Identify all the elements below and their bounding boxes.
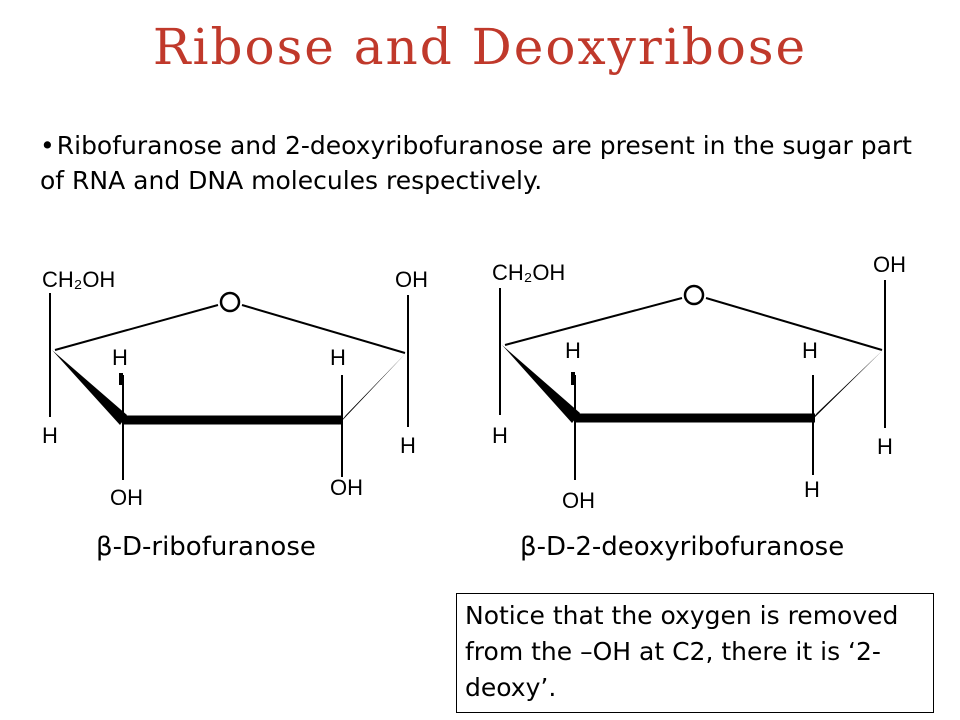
deoxyribose-structure: CH₂OH OH H H H H OH H [492,252,906,513]
ring-bond-c4-o [504,297,683,346]
slide-title: Ribose and Deoxyribose [152,18,808,76]
bullet-content: Ribofuranose and 2-deoxyribofuranose are… [40,131,912,195]
ch2oh-label: CH₂OH [42,267,115,292]
wedge-bond-c2-c1 [809,350,883,423]
c2-h-label: H [330,345,346,370]
c3-h-label: H [112,345,128,370]
wedge-bond-c2-c1 [338,353,406,425]
c4-h-label: H [42,423,58,448]
c1-oh-label: OH [395,267,428,292]
c1-h-label: H [877,434,893,459]
c4-h-label: H [492,423,508,448]
c3-oh-label: OH [562,488,595,513]
bullet-text: •Ribofuranose and 2-deoxyribofuranose ar… [40,128,920,198]
c2-h-top-label: H [802,338,818,363]
c3-h-label: H [565,338,581,363]
deoxyribose-caption: β-D-2-deoxyribofuranose [520,532,845,562]
ch2oh-label: CH₂OH [492,260,565,285]
c3-oh-label: OH [110,485,143,510]
bullet-marker: • [40,131,55,160]
c2-h-bottom-label: H [804,477,820,502]
ribose-structure: CH₂OH OH H H H H OH OH [42,267,428,510]
note-box: Notice that the oxygen is removed from t… [456,593,934,713]
c1-h-label: H [400,433,416,458]
ring-bond-c4-o [54,304,219,351]
ring-oxygen-deoxyribose [683,284,705,306]
ribose-caption: β-D-ribofuranose [96,532,316,562]
ring-bond-o-c1 [241,304,406,354]
ring-bond-o-c1 [705,297,883,351]
c2-oh-label: OH [330,475,363,500]
wedge-bond-c4-c3 [502,345,580,423]
ring-oxygen-ribose [219,291,241,313]
c1-oh-label: OH [873,252,906,277]
wedge-bond-c4-c3 [52,350,127,425]
